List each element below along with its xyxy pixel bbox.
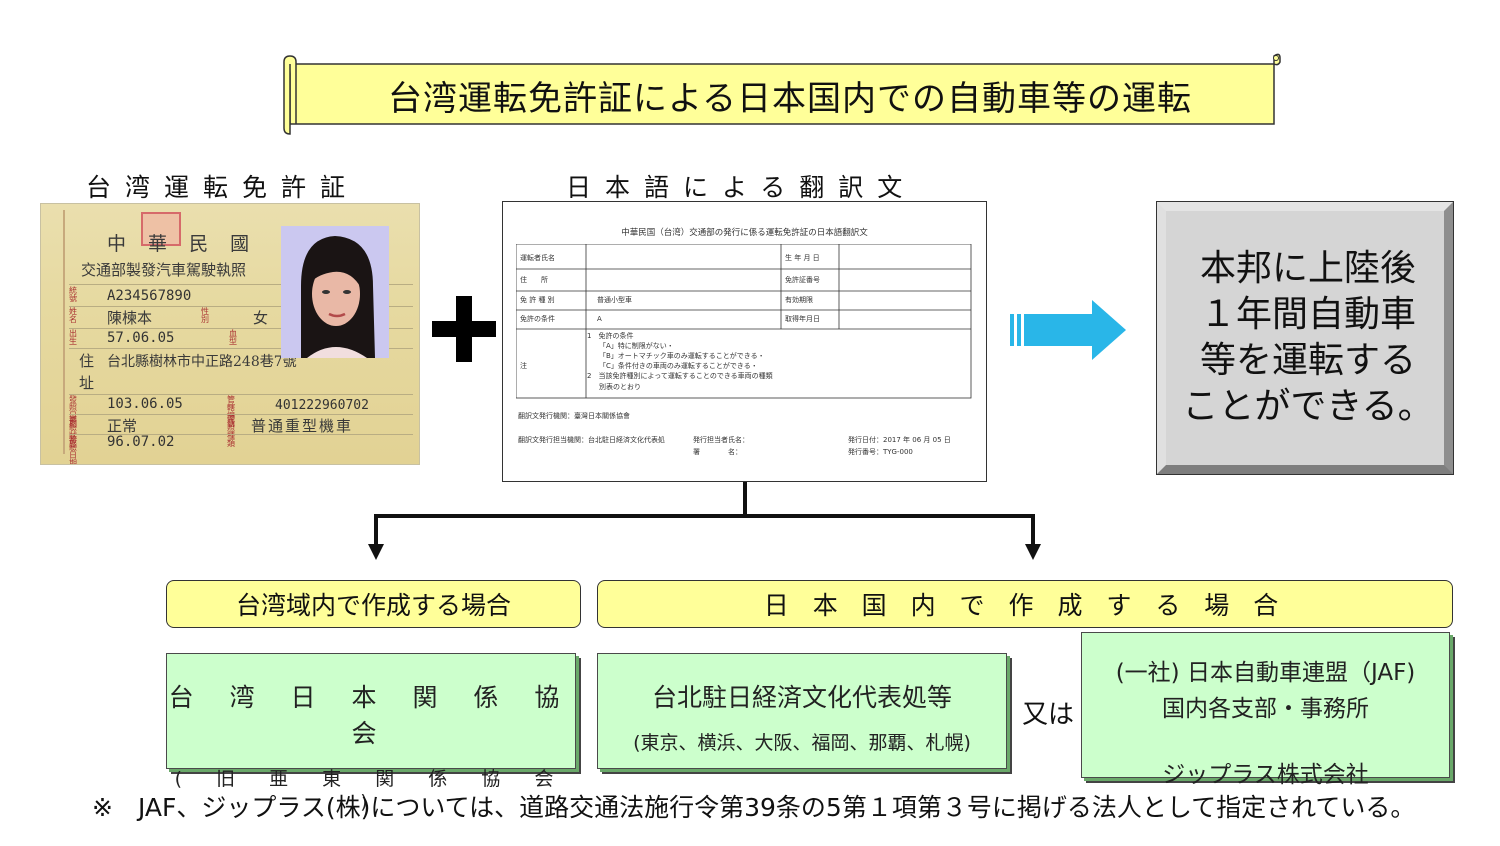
footnote: ※ JAF、ジップラス(株)については、道路交通法施行令第39条の5第１項第３号… — [92, 793, 1416, 822]
doc-footer-office: 翻訳文発行担当機関：台北駐日経済文化代表処 — [518, 436, 665, 444]
doc-footer-issue-date: 発行日付：2017 年 06 月 05 日 — [848, 436, 951, 444]
or-label: 又は — [1022, 700, 1075, 730]
license-exam-date: 96.07.02 — [107, 434, 175, 450]
form-label: 有効期限 — [785, 296, 813, 304]
issuer-jaf-line2: 国内各支部・事務所 — [1162, 696, 1369, 722]
form-label: 生 年 月 日 — [785, 254, 820, 262]
down-arrow-right — [1025, 544, 1041, 560]
translation-form-grid — [516, 244, 972, 399]
doc-footer-issue-number: 発行番号：TYG-000 — [848, 448, 913, 456]
branch-connector — [368, 482, 1041, 560]
case-label-japan: 日 本 国 内 で 作 成 す る 場 合 — [597, 580, 1453, 628]
address-label-1: 住 — [79, 352, 95, 370]
note-line: 1 免許の条件 — [587, 332, 634, 340]
result-text: 本邦に上陸後 １年間自動車 等を運転する ことができる。 — [1182, 248, 1434, 427]
form-label: 免 許 種 別 — [520, 296, 555, 304]
license-status: 正常 — [107, 417, 138, 435]
license-serial: 401222960702 — [275, 398, 369, 413]
note-line: 「C」条件付きの車両のみ運転することができる・ — [599, 362, 758, 370]
license-birth: 57.06.05 — [107, 330, 175, 346]
note-label: 注 — [520, 362, 527, 370]
license-name: 陳楝本 — [107, 309, 153, 327]
issuer-jaf-line1: (一社) 日本自動車連盟（JAF) — [1115, 660, 1416, 686]
form-label: 免許の条件 — [520, 315, 555, 323]
issuer-taipei-office: 台北駐日経済文化代表処等 (東京、横浜、大阪、福岡、那覇、札幌) — [597, 653, 1007, 769]
license-sex: 女 — [253, 309, 269, 327]
license-agency: 交通部製發汽車駕駛執照 — [81, 261, 247, 279]
page-title: 台湾運転免許証による日本国内での自動車等の運転 — [388, 78, 1192, 119]
title-scroll-banner — [283, 53, 1281, 135]
plus-icon — [432, 296, 496, 362]
issuer-taiwan-sub: ( 旧 亜 東 関 係 協 会 ) — [174, 768, 568, 813]
name-label: 姓名 — [69, 307, 77, 324]
doc-footer-signature: 署 名： — [693, 448, 742, 456]
doc-footer-officer: 発行担当者氏名： — [693, 436, 749, 444]
issuer-taiwan-main: 台 湾 日 本 関 係 協 会 — [168, 683, 574, 748]
issuer-zipplus: ジップラス株式会社 — [1162, 762, 1369, 788]
red-seal-stamp — [141, 212, 181, 246]
type-label: 駕照種類 — [227, 415, 235, 448]
address-label-2: 址 — [79, 374, 95, 392]
sex-label: 性別 — [201, 307, 209, 324]
issuer-jaf-zipplus: (一社) 日本自動車連盟（JAF) 国内各支部・事務所 ジップラス株式会社 — [1081, 632, 1450, 788]
doc-footer-agency: 翻訳文発行機関：臺灣日本關係協會 — [518, 412, 630, 420]
blood-label: 血型 — [229, 329, 237, 346]
issuer-japan1-main: 台北駐日経済文化代表処等 — [651, 683, 952, 712]
license-type: 普通重型機車 — [251, 417, 354, 435]
result-box: 本邦に上陸後 １年間自動車 等を運転する ことができる。 — [1156, 201, 1454, 475]
case-label-taiwan: 台湾域内で作成する場合 — [166, 580, 581, 628]
portrait-photo — [281, 226, 389, 358]
right-arrow-icon — [1010, 300, 1126, 360]
note-line: 2 当該免許種別によって運転することのできる車両の種類 — [587, 372, 773, 380]
form-label: 住 所 — [520, 276, 548, 284]
note-line: 別表のとおり — [599, 383, 641, 391]
license-heading: 台湾運転免許証 — [86, 173, 360, 202]
serial-label: 管轄編號 — [227, 395, 235, 428]
form-label: 運転者氏名 — [520, 254, 555, 262]
note-line: 「B」オートマチック車のみ運転することができる・ — [599, 352, 765, 360]
license-address: 台北縣樹林市中正路248巷7號 — [107, 354, 297, 370]
translation-heading: 日本語による翻訳文 — [566, 173, 917, 202]
note-line: 「A」特に制限がない・ — [599, 342, 674, 350]
form-label: 免許証番号 — [785, 276, 820, 284]
issuer-taiwan-japan-association: 台 湾 日 本 関 係 協 会 ( 旧 亜 東 関 係 協 会 ) — [166, 653, 576, 813]
taiwan-license-card: 中 華 民 國 交通部製發汽車駕駛執照 統號 A234567890 姓名 陳楝本… — [40, 203, 420, 465]
down-arrow-left — [368, 544, 384, 560]
license-country: 中 華 民 國 — [107, 233, 258, 255]
translation-doc-title: 中華民国（台湾）交通部の発行に係る運転免許証の日本語翻訳文 — [621, 228, 868, 238]
form-label: 取得年月日 — [785, 315, 820, 323]
license-issue-date: 103.06.05 — [107, 396, 183, 412]
id-label: 統號 — [69, 286, 77, 303]
form-value: 普通小型車 — [597, 296, 632, 304]
issuer-japan1-sub: (東京、横浜、大阪、福岡、那覇、札幌) — [633, 732, 971, 754]
form-value: A — [597, 315, 602, 323]
translation-document: 中華民国（台湾）交通部の発行に係る運転免許証の日本語翻訳文 運転者氏名 生 年 … — [502, 201, 987, 482]
license-id-number: A234567890 — [107, 288, 192, 304]
issue-label: 發照日期 — [69, 395, 77, 428]
birth-label: 出生 — [69, 329, 77, 346]
exam-label: 審驗日期 — [69, 435, 77, 465]
status-label: 審驗狀態 — [69, 415, 77, 448]
